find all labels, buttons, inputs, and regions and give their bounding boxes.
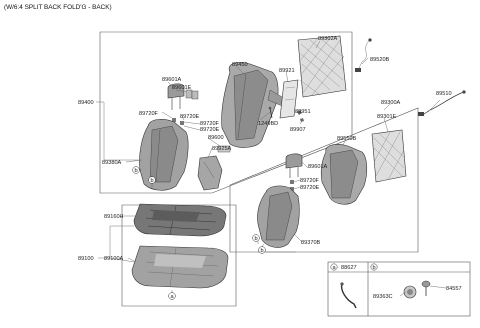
svg-text:a: a: [332, 265, 336, 271]
legend-callout-a: a: [330, 263, 338, 271]
label-89100A: 89100A: [104, 256, 124, 262]
label-89601A-left: 89601A: [162, 77, 182, 83]
hinge-89600: [217, 145, 231, 153]
svg-text:b: b: [150, 178, 153, 184]
label-89601E-left: 89601E: [172, 85, 192, 91]
seatback-cover-89550B: [320, 144, 368, 205]
label-89951: 89951: [295, 109, 311, 115]
clip-89907: [300, 118, 304, 122]
button-89363C: [403, 285, 417, 299]
label-89907: 89907: [290, 127, 306, 133]
callout-a-cushion: a: [168, 292, 176, 300]
pad-89921: [279, 79, 299, 119]
label-89601A-right: 89601A: [308, 164, 328, 170]
harness-89520B: [355, 38, 372, 72]
label-89720F-right: 89720F: [300, 178, 320, 184]
guide-89720F-left: [172, 118, 184, 125]
label-89720E-right: 89720E: [300, 185, 320, 191]
label-89720E-a: 89720E: [180, 114, 200, 120]
callout-b-right-2: b: [258, 246, 266, 254]
guide-89720F-right: [290, 180, 294, 191]
cushion-group-box: [121, 204, 237, 307]
label-89720E-b: 89720E: [200, 127, 220, 133]
clip-89951: [297, 110, 302, 115]
seatback-right-group-box: [229, 107, 419, 253]
svg-text:b: b: [254, 236, 257, 242]
label-89100: 89100: [78, 256, 94, 262]
seatback-left-group-box: [99, 31, 353, 194]
label-89400: 89400: [78, 100, 94, 106]
seatback-frame-89301E: [371, 129, 407, 183]
headrest-guide-89601E: [185, 89, 199, 100]
label-89600: 89600: [208, 135, 224, 141]
svg-text:b: b: [260, 248, 263, 254]
headrest-left-89601A: [167, 83, 185, 110]
label-89720F-a: 89720F: [139, 111, 159, 117]
label-89160H: 89160H: [104, 214, 124, 220]
cushion-pad-89160H: [133, 203, 227, 237]
label-89921: 89921: [279, 68, 295, 74]
label-89520B: 89520B: [370, 57, 390, 63]
hook-88627: [340, 282, 357, 309]
armrest-89925A: [197, 155, 223, 191]
label-89370B: 89370B: [301, 240, 321, 246]
label-89925A: 89925A: [212, 146, 232, 152]
label-84557: 84557: [446, 286, 462, 292]
callout-b-right: b: [252, 234, 260, 242]
seatback-small-89370B: [257, 185, 300, 248]
label-89720F-b: 89720F: [200, 121, 220, 127]
label-89450: 89450: [232, 62, 248, 68]
label-89300A: 89300A: [381, 100, 401, 106]
legend-box: [327, 261, 471, 317]
label-89301E: 89301E: [377, 114, 397, 120]
label-89363C: 89363C: [373, 294, 393, 300]
cushion-assembly-89100A: [131, 245, 229, 289]
bolt-1249BD: [268, 106, 273, 119]
callout-b-left-2: b: [148, 176, 156, 184]
seatback-small-89380A: [139, 119, 189, 191]
diagram-title: (W/6:4 SPLIT BACK FOLD'G - BACK): [4, 4, 112, 11]
seatback-cover-89450: [221, 62, 285, 148]
label-1249BD: 1249BD: [258, 121, 278, 127]
seatback-frame-89302A: [297, 35, 347, 98]
callout-b-left: b: [132, 166, 140, 174]
label-89380A: 89380A: [102, 160, 122, 166]
svg-text:a: a: [170, 294, 174, 300]
legend-callout-b: b: [370, 263, 378, 271]
label-89550B: 89550B: [337, 136, 357, 142]
headrest-right-89601A: [285, 153, 303, 178]
screw-84557: [421, 280, 431, 296]
svg-text:b: b: [372, 265, 375, 271]
label-89510: 89510: [436, 91, 452, 97]
label-89302A: 89302A: [318, 36, 338, 42]
label-88627: 88627: [341, 265, 357, 271]
svg-text:b: b: [134, 168, 137, 174]
